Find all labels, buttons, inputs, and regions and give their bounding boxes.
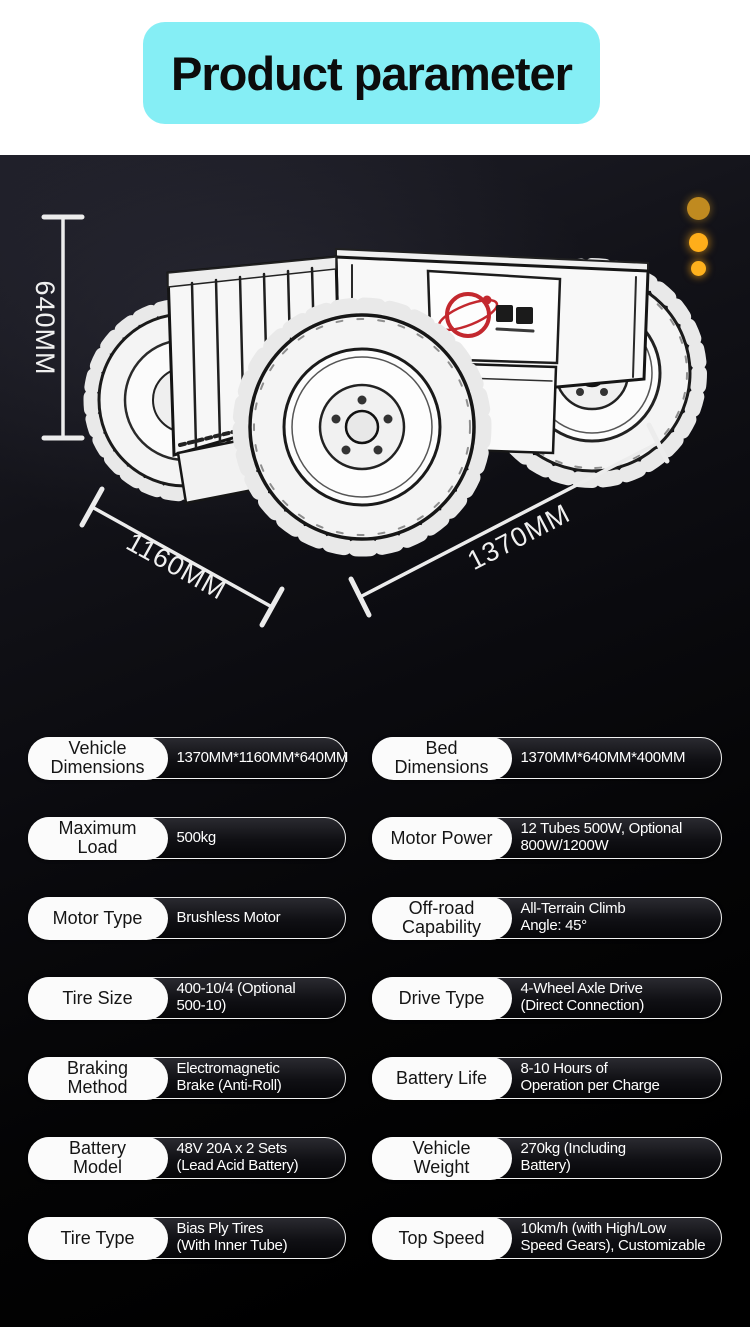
spec-row: Maximum Load 500kg xyxy=(27,816,346,860)
spec-row: Motor Type Brushless Motor xyxy=(27,896,346,940)
spec-value: 270kg (Including Battery) xyxy=(520,1140,627,1174)
spec-row: Battery Model 48V 20A x 2 Sets (Lead Aci… xyxy=(27,1136,346,1180)
dimension-height-label: 640MM xyxy=(30,280,60,375)
spec-value: Bias Ply Tires (With Inner Tube) xyxy=(176,1220,288,1254)
spec-label: Tire Type xyxy=(27,1216,168,1260)
spec-value: 8-10 Hours of Operation per Charge xyxy=(520,1060,660,1094)
spec-value: 10km/h (with High/Low Speed Gears), Cust… xyxy=(520,1220,706,1254)
decor-dot-1 xyxy=(687,197,710,220)
title-banner: Product parameter xyxy=(143,22,600,124)
spec-value: 48V 20A x 2 Sets (Lead Acid Battery) xyxy=(176,1140,299,1174)
spec-label: Vehicle Dimensions xyxy=(27,736,168,780)
wheel-front-center xyxy=(232,297,492,557)
spec-row: Bed Dimensions 1370MM*640MM*400MM xyxy=(371,736,722,780)
spec-value: Brushless Motor xyxy=(176,908,281,926)
spec-row: Motor Power 12 Tubes 500W, Optional 800W… xyxy=(371,816,722,860)
dimension-width-label: 1160MM xyxy=(121,527,231,606)
spec-value: 4-Wheel Axle Drive (Direct Connection) xyxy=(520,980,645,1014)
spec-row: Tire Size 400-10/4 (Optional 500-10) xyxy=(27,976,346,1020)
spec-label: Off-road Capability xyxy=(371,896,512,940)
spec-value: Electromagnetic Brake (Anti-Roll) xyxy=(176,1060,282,1094)
spec-value: 400-10/4 (Optional 500-10) xyxy=(176,980,296,1014)
spec-value: 1370MM*1160MM*640MM xyxy=(176,748,349,766)
decor-dot-3 xyxy=(691,261,706,276)
dark-panel: 640MM 1160MM 1370MM Vehicle Dimensions 1… xyxy=(0,155,750,1327)
spec-label: Tire Size xyxy=(27,976,168,1020)
spec-label: Battery Model xyxy=(27,1136,168,1180)
spec-row: Drive Type 4-Wheel Axle Drive (Direct Co… xyxy=(371,976,722,1020)
spec-value: All-Terrain Climb Angle: 45° xyxy=(520,900,626,934)
spec-value: 12 Tubes 500W, Optional 800W/1200W xyxy=(520,820,683,854)
spec-label: Battery Life xyxy=(371,1056,512,1100)
spec-row: Vehicle Weight 270kg (Including Battery) xyxy=(371,1136,722,1180)
spec-label: Motor Power xyxy=(371,816,512,860)
spec-row: Battery Life 8-10 Hours of Operation per… xyxy=(371,1056,722,1100)
page-title: Product parameter xyxy=(171,46,573,100)
spec-label: Vehicle Weight xyxy=(371,1136,512,1180)
spec-label: Bed Dimensions xyxy=(371,736,512,780)
spec-column-left: Vehicle Dimensions 1370MM*1160MM*640MM M… xyxy=(27,736,348,1260)
brand-logo-panel xyxy=(426,269,562,365)
spec-row: Top Speed 10km/h (with High/Low Speed Ge… xyxy=(371,1216,722,1260)
dimension-lines xyxy=(41,214,670,628)
spec-value: 500kg xyxy=(176,828,217,846)
spec-value: 1370MM*640MM*400MM xyxy=(520,748,686,766)
spec-row: Tire Type Bias Ply Tires (With Inner Tub… xyxy=(27,1216,346,1260)
spec-row: Off-road Capability All-Terrain Climb An… xyxy=(371,896,722,940)
spec-row: Braking Method Electromagnetic Brake (An… xyxy=(27,1056,346,1100)
spec-label: Top Speed xyxy=(371,1216,512,1260)
spec-column-right: Bed Dimensions 1370MM*640MM*400MM Motor … xyxy=(371,736,722,1260)
vehicle-illustration: 640MM 1160MM 1370MM xyxy=(30,214,707,628)
spec-label: Motor Type xyxy=(27,896,168,940)
spec-label: Drive Type xyxy=(371,976,512,1020)
spec-row: Vehicle Dimensions 1370MM*1160MM*640MM xyxy=(27,736,348,780)
spec-label: Maximum Load xyxy=(27,816,168,860)
spec-label: Braking Method xyxy=(27,1056,168,1100)
decor-dot-2 xyxy=(689,233,708,252)
